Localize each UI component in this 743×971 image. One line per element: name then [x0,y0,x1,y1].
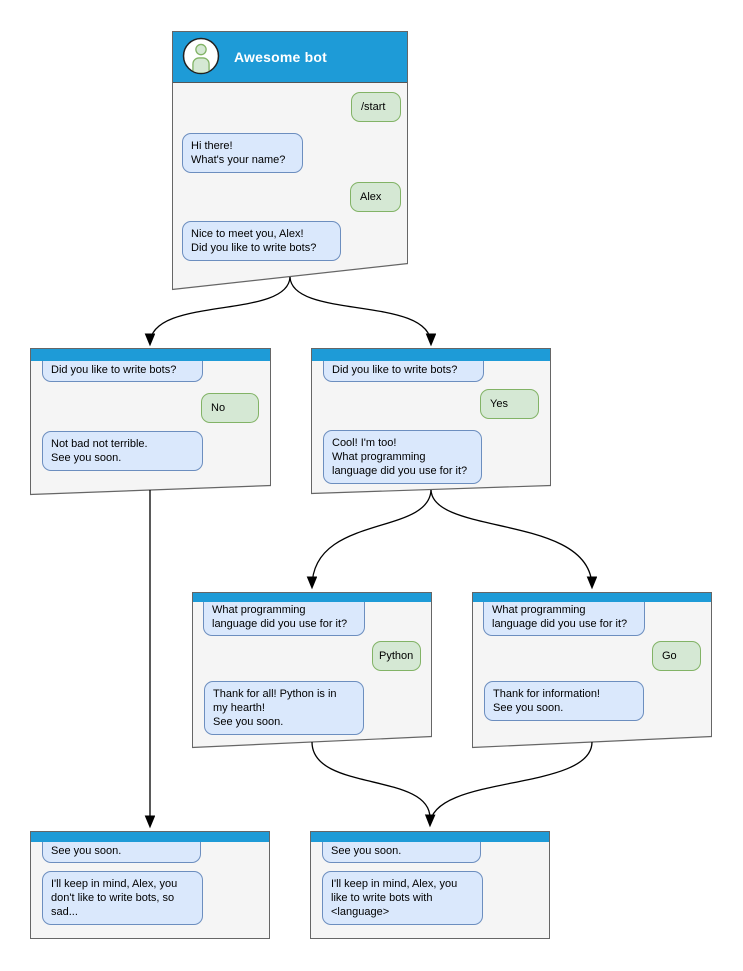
arrow-start-to-branch-yes [289,276,431,344]
arrow-branch-yes-to-python [312,489,432,587]
bot-message-bubble: Cool! I'm too! What programming language… [323,430,482,484]
user-message-bubble: Alex [350,182,401,212]
bot-message-bubble: Hi there! What's your name? [182,133,303,173]
user-message-bubble: Yes [480,389,539,419]
bot-message-bubble: See you soon. [322,842,481,863]
bot-message-bubble: What programming language did you use fo… [203,602,365,636]
bot-message-bubble: I'll keep in mind, Alex, you don't like … [42,871,203,925]
bot-message-bubble: See you soon. [42,842,201,863]
bot-message-bubble: Did you like to write bots? [42,361,203,382]
chat-window-start: Awesome bot /start Hi there! What's your… [172,31,408,290]
bot-message-bubble: Not bad not terrible. See you soon. [42,431,203,471]
chat-window-titlebar: Awesome bot [173,32,407,83]
user-message-bubble: No [201,393,259,423]
chat-window-header-strip [193,593,431,602]
chat-window-header-strip [473,593,711,602]
bot-message-bubble: Thank for information! See you soon. [484,681,644,721]
chat-window-header-strip [311,832,549,842]
chat-window-end-no: See you soon. I'll keep in mind, Alex, y… [30,831,270,939]
chat-window-end-lang: See you soon. I'll keep in mind, Alex, y… [310,831,550,939]
user-message-bubble: Go [652,641,701,671]
arrow-python-to-end-lang [311,741,431,819]
bot-message-bubble: Nice to meet you, Alex! Did you like to … [182,221,341,261]
user-message-bubble: Python [372,641,421,671]
user-message-bubble: /start [351,92,401,122]
arrow-branch-yes-to-go [430,489,592,587]
chat-window-header-strip [31,349,270,361]
chat-window-lang-python: What programming language did you use fo… [192,592,432,748]
user-avatar-icon [182,37,220,75]
chat-window-header-strip [312,349,550,361]
arrow-start-to-branch-no [150,276,291,344]
chat-window-branch-no: Did you like to write bots? No Not bad n… [30,348,271,495]
arrow-go-to-end-lang [430,741,593,825]
chat-window-lang-go: What programming language did you use fo… [472,592,712,748]
bot-message-bubble: What programming language did you use fo… [483,602,645,636]
bot-message-bubble: Did you like to write bots? [323,361,484,382]
bot-name-title: Awesome bot [234,49,327,65]
chat-window-branch-yes: Did you like to write bots? Yes Cool! I'… [311,348,551,494]
bot-message-bubble: I'll keep in mind, Alex, you like to wri… [322,871,483,925]
bot-message-bubble: Thank for all! Python is in my hearth! S… [204,681,364,735]
chat-window-header-strip [31,832,269,842]
